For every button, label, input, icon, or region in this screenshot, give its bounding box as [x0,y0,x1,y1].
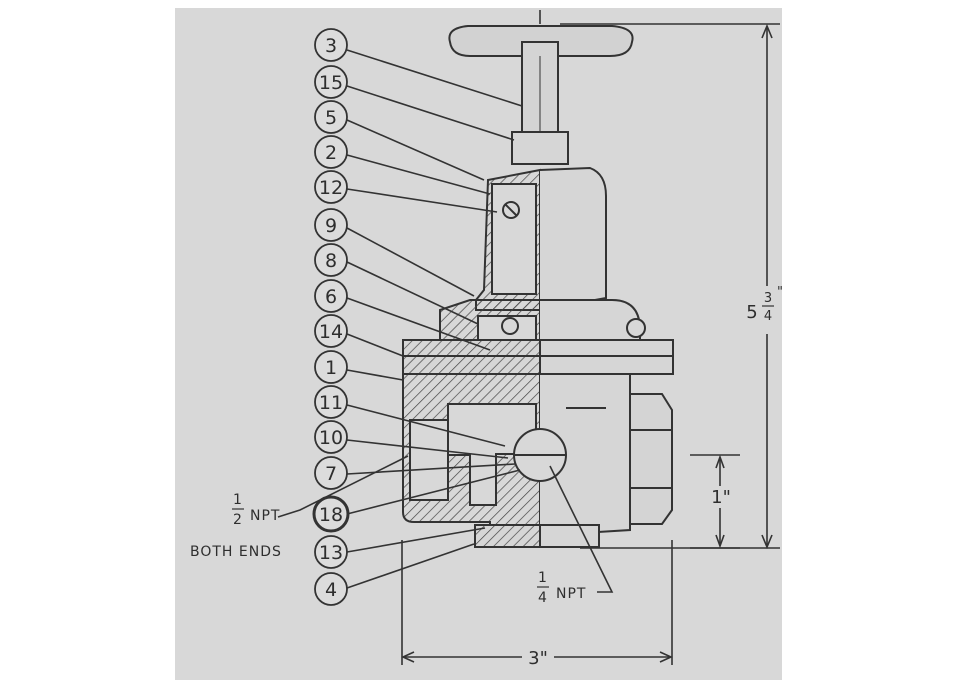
callout-13: 13 [314,535,348,569]
callout-label: 15 [319,72,343,94]
callout-label: 4 [325,579,337,601]
callout-1: 1 [314,350,348,384]
fraction-denominator: 4 [538,590,548,606]
fraction-denominator: 2 [233,512,243,528]
inch-mark: " [777,285,783,300]
callout-label: 10 [319,427,343,449]
npt-label: NPT [556,586,586,602]
valve-body [402,25,674,548]
callout-2: 2 [314,135,348,169]
callout-5: 5 [314,100,348,134]
height-whole: 5 [746,302,757,323]
callout-3: 3 [314,28,348,62]
port-offset-label: 1" [711,487,731,508]
note-half-npt: 1 2 NPT [232,492,280,528]
callout-7: 7 [314,456,348,490]
width-label: 3" [528,648,548,669]
callout-8: 8 [314,243,348,277]
leader-lines [277,49,614,593]
callout-label: 3 [325,35,337,57]
height-dimension: 5 3 4 " [738,285,783,334]
callout-label: 6 [325,286,337,308]
callout-label: 13 [319,542,343,564]
hex-port [629,393,673,525]
callout-label: 5 [325,107,337,129]
width-dimension: 3" [522,646,554,669]
fraction-numerator: 1 [233,492,243,508]
callout-4: 4 [314,572,348,606]
callout-label: 8 [325,250,337,272]
callout-bubbles: 3 15 5 2 12 9 8 6 14 1 11 10 7 18 13 4 [312,28,350,606]
fraction-numerator: 1 [538,570,548,586]
callout-label: 2 [325,142,337,164]
height-denominator: 4 [764,309,772,324]
callout-6: 6 [314,279,348,313]
callout-18: 18 [312,495,350,533]
both-ends-note: BOTH ENDS [190,544,282,560]
callout-label: 9 [325,215,337,237]
height-numerator: 3 [764,291,772,306]
callout-9: 9 [314,208,348,242]
packing-nut [511,131,569,165]
callout-label: 18 [319,504,343,526]
callout-15: 15 [314,65,348,99]
port-dimension: 1" [711,486,731,508]
callout-label: 1 [325,357,337,379]
callout-label: 14 [319,321,343,343]
callout-14: 14 [314,314,348,348]
note-quarter-npt: 1 4 NPT [537,570,586,606]
callout-10: 10 [314,420,348,454]
callout-11: 11 [314,385,348,419]
callout-12: 12 [314,170,348,204]
callout-label: 11 [319,392,343,414]
callout-label: 7 [325,463,337,485]
callout-label: 12 [319,177,343,199]
npt-label: NPT [250,508,280,524]
